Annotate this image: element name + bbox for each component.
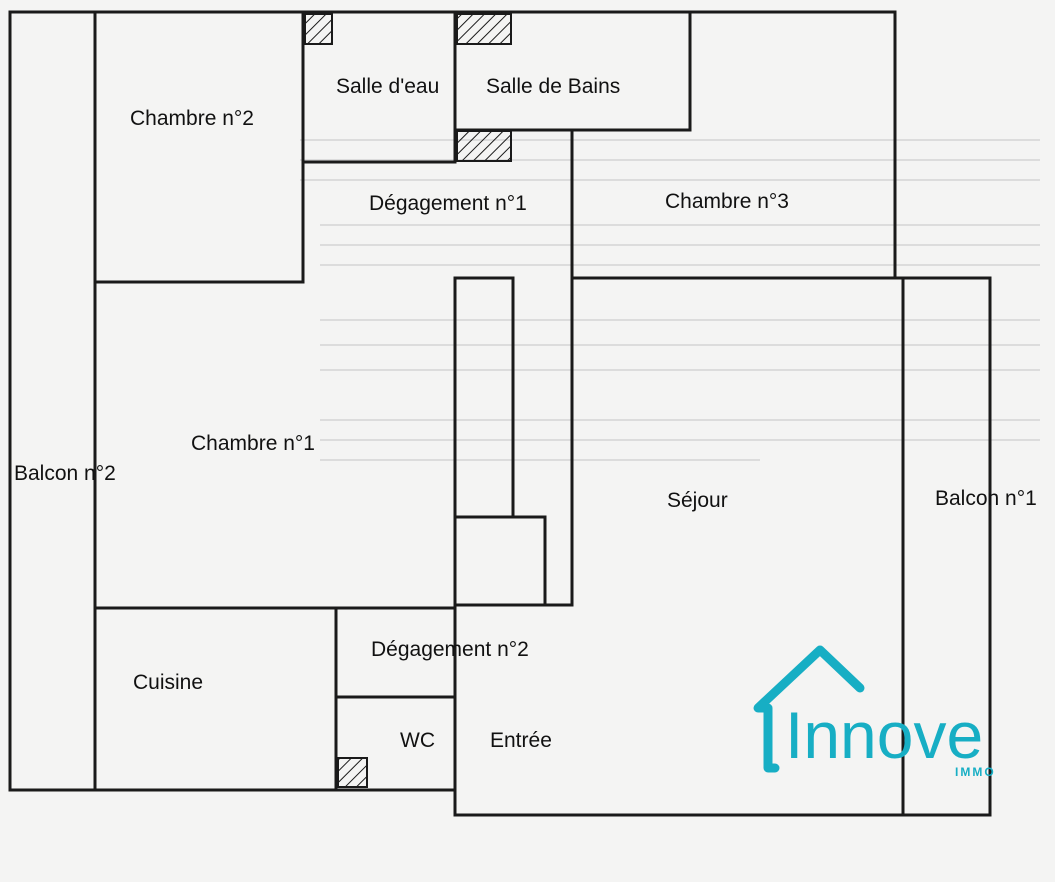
wall-salle-bains: [453, 10, 692, 132]
background-text-ghost: [300, 139, 1040, 461]
brand-name: Innove: [785, 698, 983, 772]
label-entree: Entrée: [490, 729, 552, 752]
room-labels: Chambre n°2 Salle d'eau Salle de Bains D…: [14, 75, 1037, 752]
house-outline-icon: [753, 645, 865, 773]
shaft-salle-bains-bottom: [456, 130, 512, 162]
shaft-salle-bains-top: [456, 13, 512, 45]
brand-subtitle: IMMO: [955, 765, 996, 779]
wall-closet: [453, 276, 547, 607]
label-cuisine: Cuisine: [133, 671, 203, 694]
wall-outer-left: [8, 10, 897, 792]
label-chambre-3: Chambre n°3: [665, 190, 789, 213]
label-chambre-2: Chambre n°2: [130, 107, 254, 130]
label-balcon-1: Balcon n°1: [935, 487, 1037, 510]
ventilation-shafts: [304, 13, 512, 788]
walls: [8, 10, 992, 817]
shaft-salle-eau: [304, 13, 333, 45]
label-sejour: Séjour: [667, 489, 728, 512]
label-wc: WC: [400, 729, 435, 752]
label-balcon-2: Balcon n°2: [14, 462, 116, 485]
label-salle-bains: Salle de Bains: [486, 75, 620, 98]
brand-logo: Innove IMMO: [753, 645, 996, 779]
label-chambre-1: Chambre n°1: [191, 432, 315, 455]
label-salle-eau: Salle d'eau: [336, 75, 439, 98]
label-degagement-1: Dégagement n°1: [369, 192, 527, 215]
label-degagement-2: Dégagement n°2: [371, 638, 529, 661]
shaft-wc: [337, 757, 368, 788]
